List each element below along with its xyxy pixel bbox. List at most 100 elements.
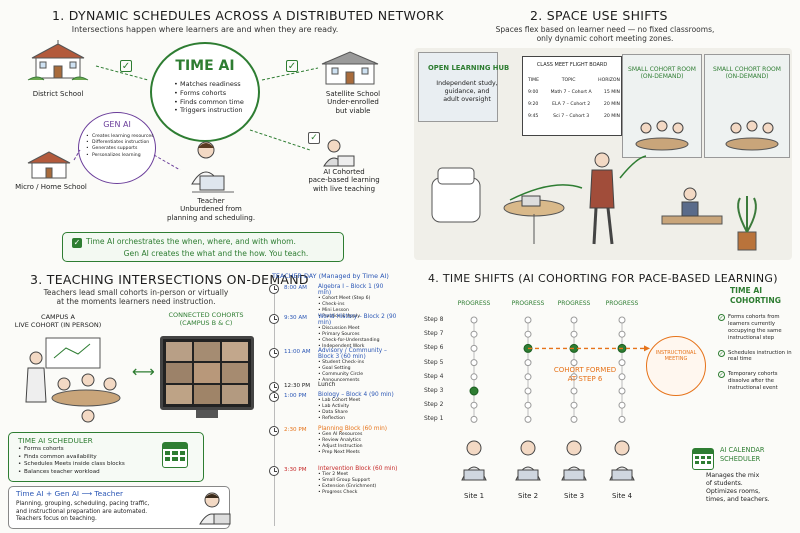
gen-ai-title: GEN AI (103, 120, 131, 129)
checkbox-icon: ✓ (120, 60, 132, 72)
open-hub-desc: Independent study, guidance, and adult o… (436, 80, 498, 104)
board-header-row: TIME TOPIC HORIZON (528, 78, 620, 83)
schedule-block-title: Planning Block (60 min) (318, 426, 388, 432)
panel3-subtitle: Teachers lead small cohorts in-person or… (43, 288, 229, 307)
home-school-icon (27, 151, 71, 179)
schedule-block-title: Advisory / Community – Block 3 (60 min) (318, 348, 387, 360)
step-dot (618, 373, 626, 381)
progress-label: PROGRESS (605, 300, 639, 307)
student-laptop-icon (515, 440, 541, 481)
double-arrow-icon: ⟷ (132, 362, 155, 381)
board-cell: Math 7 – Cohort A (550, 90, 592, 95)
video-tile (222, 363, 248, 383)
clock-icon (269, 466, 279, 476)
schedule-time: 12:30 PM (284, 383, 311, 389)
step-dot (524, 415, 532, 423)
step-dot (570, 359, 578, 367)
video-tile (194, 384, 220, 404)
step-dot (618, 359, 626, 367)
schedule-block: Lunch (318, 382, 398, 388)
step-dot (570, 316, 578, 324)
schedule-item: Independent Work (318, 344, 398, 350)
video-tile (166, 342, 192, 362)
school-building-icon (27, 40, 89, 81)
video-tile (222, 342, 248, 362)
schedule-item: Student Check-ins (318, 360, 398, 366)
time-ai-bullets: Matches readiness Forms cohorts Finds co… (174, 80, 254, 115)
schedule-item: Prep Next Meets (318, 450, 398, 456)
student-laptop-icon (561, 440, 587, 481)
scheduler-title: TIME AI SCHEDULER (18, 436, 93, 445)
video-tile (194, 363, 220, 383)
window (418, 52, 498, 122)
calendar-icon (162, 442, 188, 468)
schedule-item: Discussion Meet (318, 326, 398, 332)
calendar-scheduler-icon (692, 448, 714, 470)
teacher-day-title: TEACHER DAY (Managed by Time AI) (272, 272, 389, 280)
step-dot (524, 359, 532, 367)
student-laptop-icon (609, 440, 635, 481)
step-dot (618, 401, 626, 409)
step-dot (470, 344, 478, 352)
combo-desc: Planning, grouping, scheduling, pacing t… (16, 501, 150, 523)
site-label: Site 2 (517, 492, 539, 500)
panel2-subtitle: Spaces flex based on learner need — no f… (495, 25, 715, 44)
teacher-laptop-illustration (199, 492, 231, 525)
student-laptop-icon (461, 440, 487, 481)
arrowhead-icon (644, 345, 650, 352)
schedule-block-title: World History – Block 2 (90 min) (318, 314, 397, 326)
schedule-time: 3:30 PM (284, 467, 307, 473)
schedule-item: Mini Lesson (318, 308, 398, 314)
video-tile (194, 342, 220, 362)
board-cell: 9:45 (528, 114, 539, 119)
progress-label: PROGRESS (511, 300, 545, 307)
network-connector-lines (73, 65, 319, 171)
cohorting-bullet-text: Temporary cohorts dissolve after the ins… (728, 371, 778, 391)
timeline-line (274, 286, 275, 526)
step-label: Step 7 (424, 330, 444, 338)
step-dot (570, 401, 578, 409)
step-label: Step 1 (424, 415, 444, 423)
board-cell: 9:00 (528, 90, 539, 95)
progress-label: PROGRESS (457, 300, 491, 307)
instructional-meeting-circle (646, 336, 706, 396)
cohorting-bullet: ✓ Schedules instruction in real time (718, 349, 796, 364)
space-furniture-illustration (431, 120, 779, 251)
satellite-school-icon (321, 51, 379, 85)
connected-cohorts-label: CONNECTED COHORTS (CAMPUS B & C) (168, 311, 244, 327)
video-tile (166, 384, 192, 404)
schedule-item: Practice & Apply (318, 314, 398, 320)
monitor-stand (196, 410, 218, 418)
gen-ai-bullet: Creates learning resources (86, 134, 154, 140)
instructional-meeting-label: INSTRUCTIONAL MEETING (655, 350, 697, 362)
schedule-block-items: Discussion MeetPrimary SourcesCheck-for-… (318, 326, 398, 350)
time-ai-bullet: Forms cohorts (174, 89, 254, 98)
small-room-label-2: SMALL COHORT ROOM (ON-DEMAND) (713, 66, 781, 80)
board-title: CLASS MEET FLIGHT BOARD (536, 62, 608, 68)
schedule-item: Tier 2 Meet (318, 472, 398, 478)
schedule-item: Review Analytics (318, 438, 398, 444)
schedule-time: 2:30 PM (284, 427, 307, 433)
schedule-block-items: Cohort Meet (Step 6)Check-insMini Lesson… (318, 296, 398, 320)
step-dot (524, 387, 532, 395)
step-dot (570, 415, 578, 423)
step-dot (570, 373, 578, 381)
schedule-item: Primary Sources (318, 332, 398, 338)
schedule-item: Gen AI Resources (318, 432, 398, 438)
board-header: HORIZON (598, 78, 620, 83)
checkbox-icon: ✓ (286, 60, 298, 72)
schedule-time: 8:00 AM (284, 285, 307, 291)
banner-line-1: Time AI orchestrates the when, where, an… (86, 237, 296, 246)
calendar-scheduler-desc: Manages the mix of students. Optimizes r… (706, 472, 770, 504)
schedule-item: Data Share (318, 410, 398, 416)
schedule-block: Advisory / Community – Block 3 (60 min)S… (318, 348, 398, 384)
schedule-item: Lab Activity (318, 404, 398, 410)
cohorting-bullet-text: Forms cohorts from learners currently oc… (728, 314, 782, 341)
scheduler-bullets: Forms cohorts Finds common availability … (18, 446, 158, 476)
schedule-block: World History – Block 2 (90 min)Discussi… (318, 314, 398, 350)
step-label: Step 3 (424, 387, 444, 394)
ai-cohorted-label: AI Cohorted pace-based learning with liv… (308, 168, 380, 193)
